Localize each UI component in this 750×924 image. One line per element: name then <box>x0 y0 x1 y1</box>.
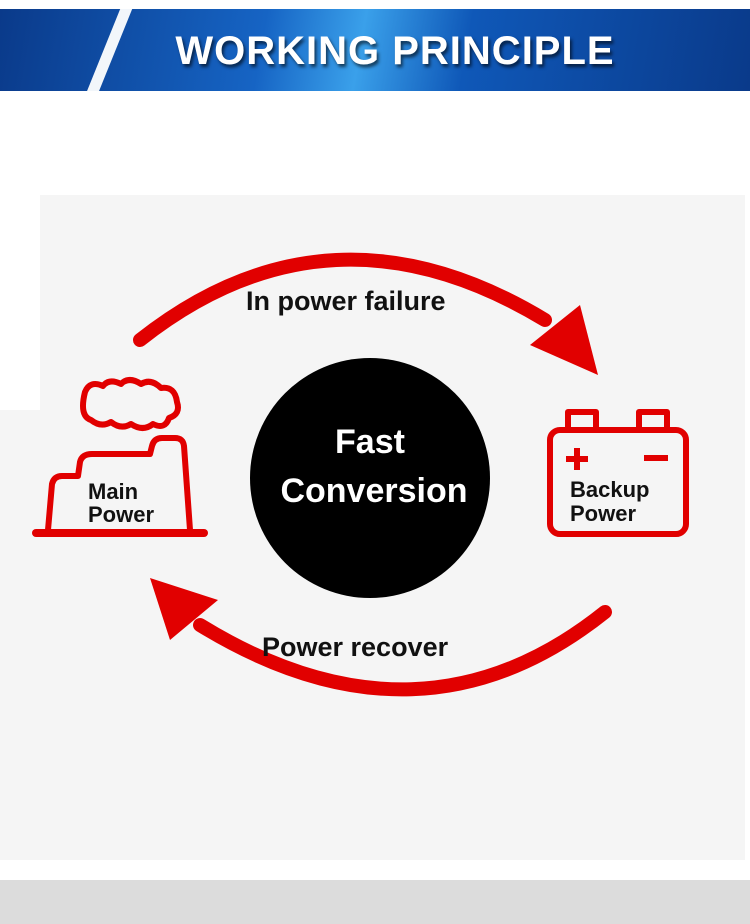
factory-icon <box>32 377 208 537</box>
bottom-arrow <box>150 578 612 697</box>
center-label-line2: Conversion <box>280 472 468 510</box>
diagram-background-left <box>0 410 40 860</box>
top-arrow <box>133 252 598 375</box>
battery-icon <box>547 409 689 537</box>
top-arrow-label: In power failure <box>246 286 446 316</box>
bottom-arrow-label: Power recover <box>262 632 449 662</box>
backup-power-line1: Backup <box>570 477 650 502</box>
backup-power-label: Backup Power <box>570 478 649 526</box>
backup-power-line2: Power <box>570 501 637 526</box>
page-title: WORKING PRINCIPLE <box>175 29 615 73</box>
footer-strip <box>0 880 750 924</box>
center-circle <box>250 358 490 598</box>
main-power-line2: Power <box>88 502 155 527</box>
center-label-line1: Fast <box>335 423 405 461</box>
header-banner: WORKING PRINCIPLE <box>0 9 750 91</box>
main-power-line1: Main <box>88 479 139 504</box>
main-power-label: Main Power <box>88 480 154 526</box>
